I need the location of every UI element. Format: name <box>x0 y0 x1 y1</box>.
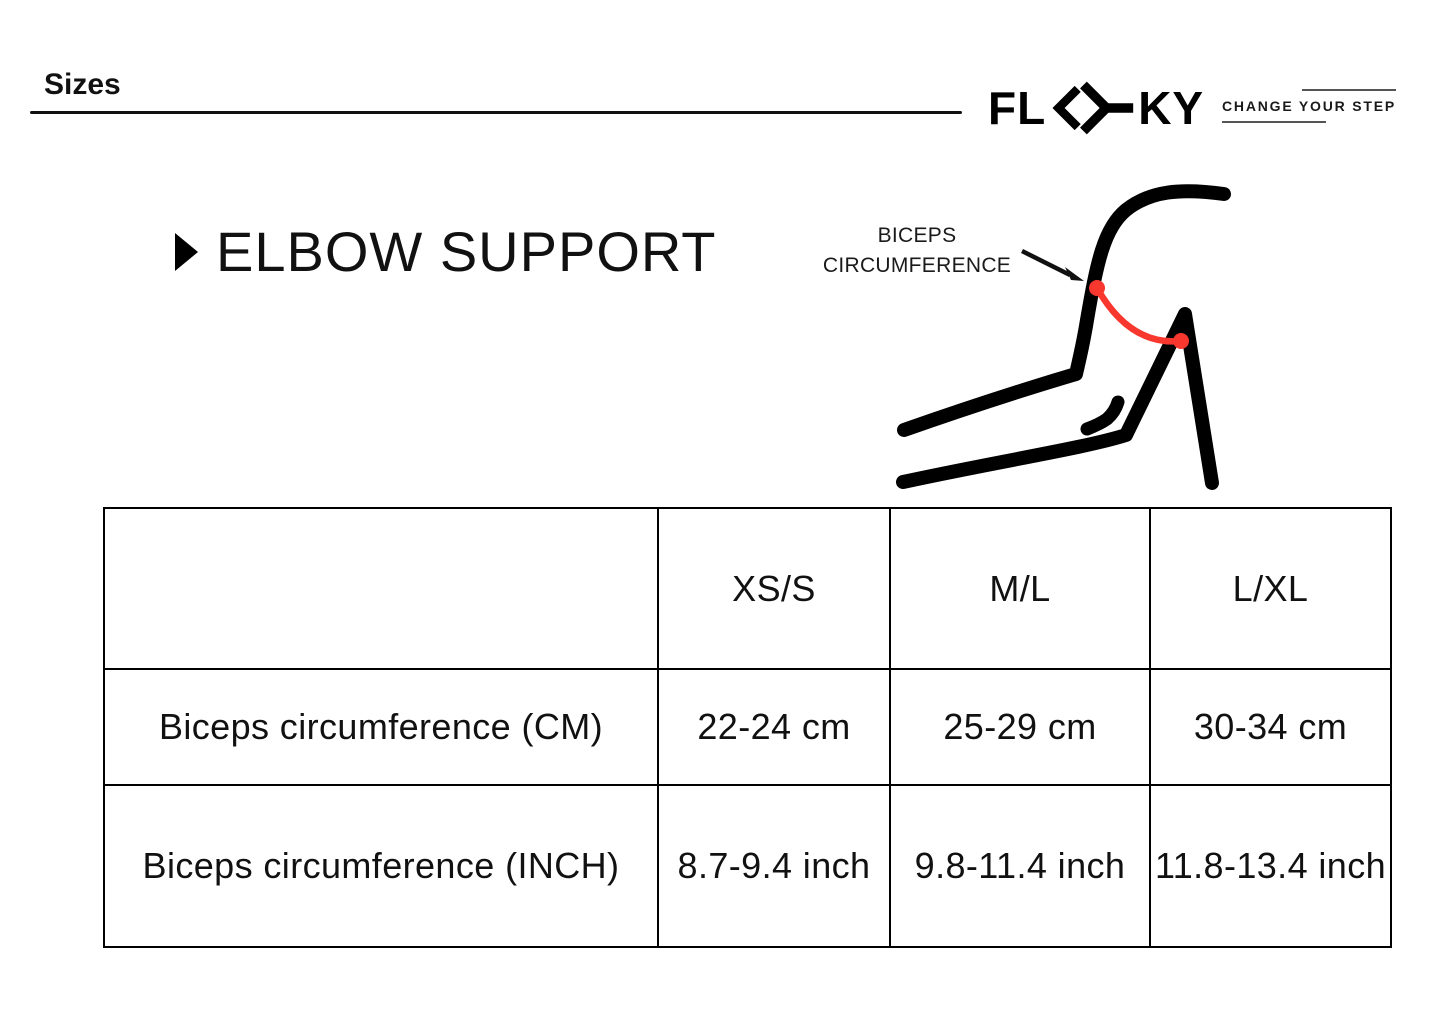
arm-outline-upper <box>897 184 1231 437</box>
tagline-text: CHANGE YOUR STEP <box>1222 98 1397 114</box>
tagline-underline <box>1222 121 1326 123</box>
floky-logo: FL KY <box>988 80 1204 136</box>
table-row-inch: Biceps circumference (INCH) 8.7-9.4 inch… <box>103 784 1392 948</box>
logo-text-right: KY <box>1138 82 1205 134</box>
product-heading-text: ELBOW SUPPORT <box>216 220 717 283</box>
cell-inch-xs-s: 8.7-9.4 inch <box>657 784 891 948</box>
arm-illustration <box>896 184 1231 490</box>
floky-diamond-icon <box>1052 81 1134 135</box>
biceps-label-line1: BICEPS <box>877 224 957 247</box>
header-divider <box>30 111 962 114</box>
biceps-circumference-label: BICEPS CIRCUMFERENCE <box>792 221 1042 281</box>
label-arrow-line <box>1020 248 1072 278</box>
row-label-cm: Biceps circumference (CM) <box>103 668 659 786</box>
cell-inch-l-xl: 11.8-13.4 inch <box>1149 784 1392 948</box>
page-title: Sizes <box>44 68 121 101</box>
cell-cm-xs-s: 22-24 cm <box>657 668 891 786</box>
table-corner-cell <box>103 507 659 670</box>
right-triangle-icon <box>175 233 198 271</box>
tagline-overline <box>1302 89 1396 91</box>
row-label-inch: Biceps circumference (INCH) <box>103 784 659 948</box>
column-header-l-xl: L/XL <box>1149 507 1392 670</box>
product-heading: ELBOW SUPPORT <box>175 224 717 280</box>
measurement-dot-bottom <box>1173 333 1189 349</box>
cell-inch-m-l: 9.8-11.4 inch <box>889 784 1151 948</box>
label-arrow-head <box>1065 267 1084 281</box>
size-table: XS/S M/L L/XL Biceps circumference (CM) … <box>103 507 1392 948</box>
cell-cm-l-xl: 30-34 cm <box>1149 668 1392 786</box>
brand-tagline: CHANGE YOUR STEP <box>1222 89 1397 123</box>
column-header-xs-s: XS/S <box>657 507 891 670</box>
elbow-crease-mark <box>1080 395 1125 436</box>
measurement-dot-top <box>1089 280 1105 296</box>
table-row-cm: Biceps circumference (CM) 22-24 cm 25-29… <box>103 668 1392 786</box>
measurement-arc <box>1093 284 1185 345</box>
table-header-row: XS/S M/L L/XL <box>103 507 1392 670</box>
arm-outline-lower <box>896 307 1219 490</box>
logo-text-left: FL <box>988 82 1047 134</box>
column-header-m-l: M/L <box>889 507 1151 670</box>
biceps-label-line2: CIRCUMFERENCE <box>822 254 1012 277</box>
cell-cm-m-l: 25-29 cm <box>889 668 1151 786</box>
